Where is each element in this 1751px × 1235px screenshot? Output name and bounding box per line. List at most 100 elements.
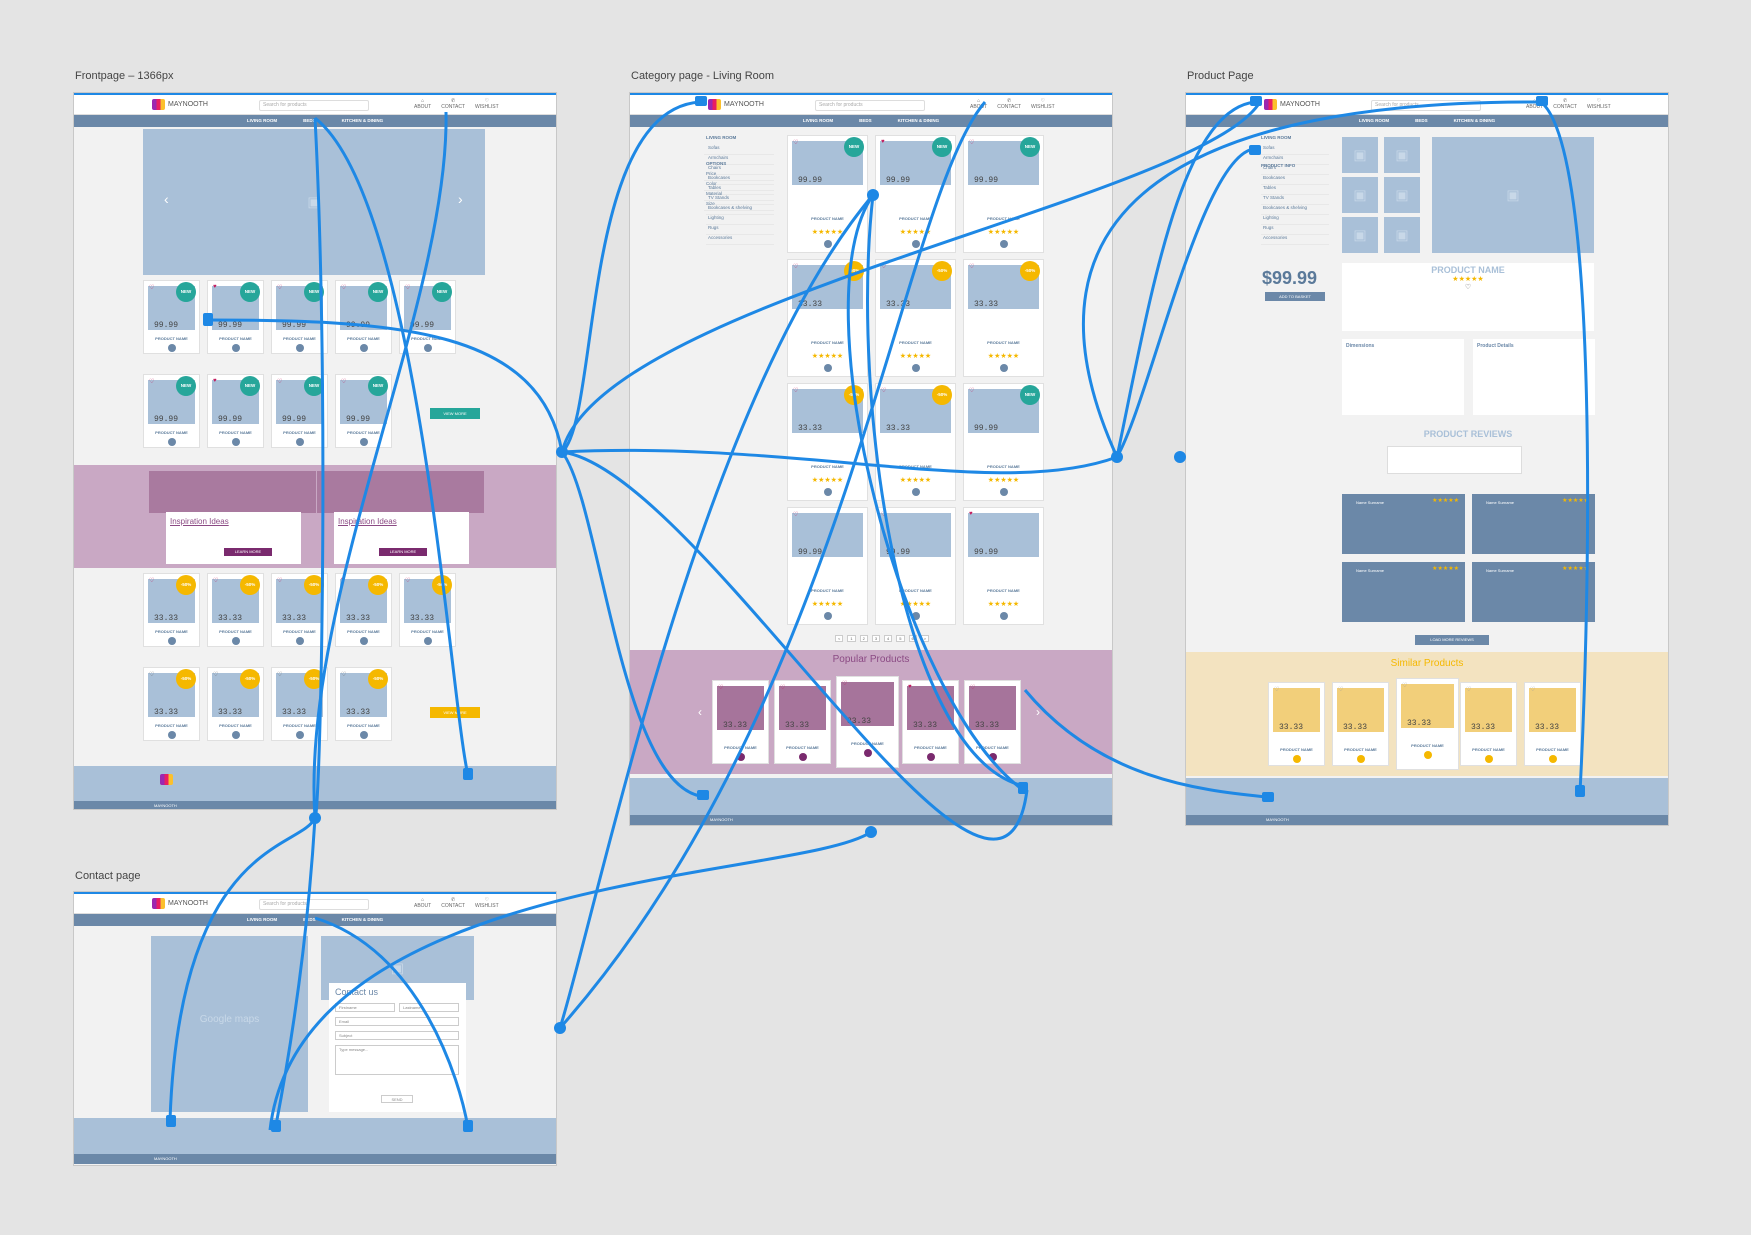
wishlist-heart-icon[interactable]: ♡ [718,685,724,691]
add-to-cart-button[interactable] [863,749,872,757]
wishlist-heart-icon[interactable]: ♥ [881,139,885,145]
page-link[interactable]: 3 [871,635,881,642]
contact-artboard[interactable]: MAYNOOTH Search for products ⌂ABOUT ✆CON… [73,891,557,1166]
wishlist-icon[interactable]: ♡WISHLIST [1031,98,1055,110]
add-to-cart-button[interactable] [823,488,832,496]
add-to-cart-button[interactable] [926,753,935,761]
add-to-cart-button[interactable] [1356,755,1365,763]
add-to-cart-button[interactable] [231,344,240,352]
nav-beds[interactable]: BEDS [859,118,872,123]
add-to-cart-button[interactable] [911,240,920,248]
add-to-cart-button[interactable] [167,344,176,352]
wishlist-heart-icon[interactable]: ♡ [881,264,887,270]
wishlist-heart-icon[interactable]: ♥ [213,378,217,384]
search-input[interactable]: Search for products [1371,100,1481,111]
logo[interactable]: MAYNOOTH [708,99,764,110]
sidebar-item[interactable]: Chairs [706,165,774,175]
sidebar-item[interactable]: Tables [1261,185,1329,195]
wishlist-heart-icon[interactable]: ♥ [213,284,217,290]
wishlist-icon[interactable]: ♡WISHLIST [475,897,499,909]
add-to-cart-button[interactable] [999,488,1008,496]
email-field[interactable]: Email [335,1017,459,1026]
contact-title[interactable]: Contact page [75,870,141,882]
add-to-cart-button[interactable] [1292,755,1301,763]
wishlist-heart-icon[interactable]: ♥ [969,511,973,517]
wishlist-icon[interactable]: ♡WISHLIST [475,98,499,110]
add-to-cart-button[interactable] [359,637,368,645]
page-link[interactable]: < [835,635,844,642]
wishlist-heart-icon[interactable]: ♥ [908,684,912,690]
learn-more-button[interactable]: LEARN MORE [379,548,427,556]
add-to-cart-button[interactable] [295,438,304,446]
add-to-cart-button[interactable] [798,753,807,761]
nav-beds[interactable]: BEDS [1415,118,1428,123]
about-icon[interactable]: ⌂ABOUT [970,98,988,110]
view-more-button-sale[interactable]: VIEW MORE [430,707,480,718]
wishlist-heart-icon[interactable]: ♡ [1464,284,1472,291]
wishlist-heart-icon[interactable]: ♡ [793,512,799,518]
sidebar-item[interactable]: Rugs [1261,225,1329,235]
frontpage-artboard[interactable]: MAYNOOTH Search for products ⌂ABOUT ✆CON… [73,92,557,810]
wishlist-heart-icon[interactable]: ♡ [842,681,848,687]
wishlist-heart-icon[interactable]: ♡ [405,285,411,291]
wishlist-icon[interactable]: ♡WISHLIST [1587,98,1611,110]
product-artboard[interactable]: MAYNOOTH Search for products ⌂ABOUT ✆CON… [1185,92,1669,826]
nav-kitchen[interactable]: KITCHEN & DINING [1453,118,1496,123]
slider-next-icon[interactable]: › [458,191,463,207]
thumbnail[interactable] [1342,177,1378,213]
nav-beds[interactable]: BEDS [303,917,316,922]
add-to-cart-button[interactable] [1484,755,1493,763]
wishlist-heart-icon[interactable]: ♡ [341,379,347,385]
size-filter[interactable]: Size [704,201,774,211]
wishlist-heart-icon[interactable]: ♡ [1338,687,1344,693]
nav-kitchen[interactable]: KITCHEN & DINING [897,118,940,123]
wishlist-heart-icon[interactable]: ♡ [969,264,975,270]
sidebar-item[interactable]: Armchairs [706,155,774,165]
nav-beds[interactable]: BEDS [303,118,316,123]
contact-icon[interactable]: ✆CONTACT [1553,98,1578,110]
color-filter[interactable]: Color [704,181,774,191]
category-title[interactable]: Category page - Living Room [631,70,775,82]
wishlist-heart-icon[interactable]: ♡ [881,512,887,518]
sidebar-item[interactable]: Armchairs [1261,155,1329,165]
carousel-prev-icon[interactable]: ‹ [698,705,702,719]
thumbnail[interactable] [1384,177,1420,213]
search-input[interactable]: Search for products [815,100,925,111]
add-to-cart-button[interactable] [823,364,832,372]
sidebar-item[interactable]: Rugs [706,225,774,235]
wishlist-heart-icon[interactable]: ♡ [969,140,975,146]
review-input[interactable] [1387,446,1522,474]
product-main-image[interactable] [1432,137,1594,253]
add-to-cart-button[interactable] [231,731,240,739]
nav-kitchen[interactable]: KITCHEN & DINING [341,118,384,123]
add-to-cart-button[interactable] [911,364,920,372]
add-to-cart-button[interactable] [167,731,176,739]
wishlist-heart-icon[interactable]: ♡ [1274,687,1280,693]
add-to-cart-button[interactable] [1423,751,1432,759]
lastname-field[interactable]: Lastname [399,1003,459,1012]
sidebar-item[interactable]: Bookcases [1261,175,1329,185]
search-input[interactable]: Search for products [259,899,369,910]
slider-prev-icon[interactable]: ‹ [164,191,169,207]
logo[interactable]: MAYNOOTH [1264,99,1320,110]
add-to-cart-button[interactable] [295,637,304,645]
about-icon[interactable]: ⌂ABOUT [414,897,432,909]
wishlist-heart-icon[interactable]: ♡ [793,264,799,270]
add-to-cart-button[interactable] [359,731,368,739]
logo[interactable]: MAYNOOTH [152,898,208,909]
add-to-basket-button[interactable]: ADD TO BASKET [1265,292,1325,301]
nav-living-room[interactable]: LIVING ROOM [802,118,834,123]
page-link[interactable]: 1 [847,635,856,642]
wishlist-heart-icon[interactable]: ♡ [341,285,347,291]
